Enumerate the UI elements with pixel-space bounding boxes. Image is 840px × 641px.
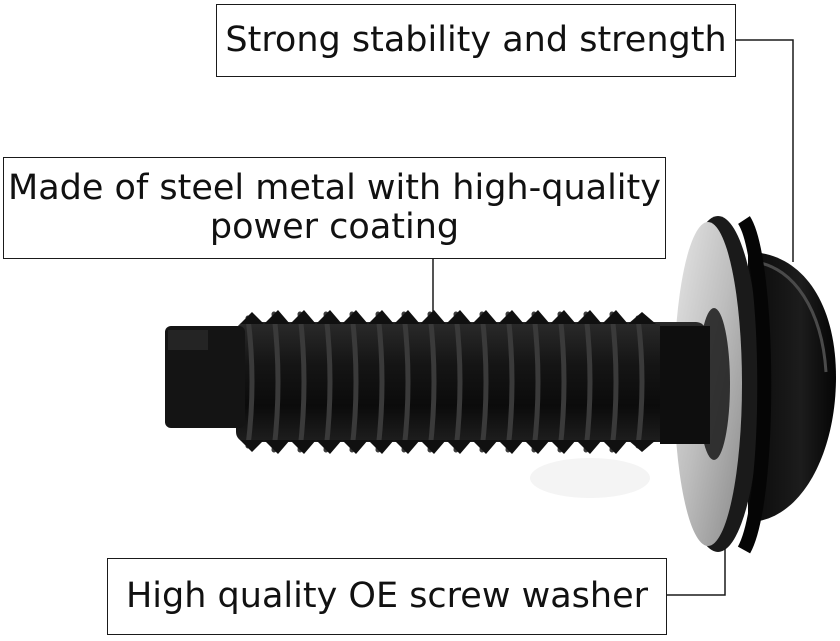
leader-line-washer: [667, 548, 726, 596]
thread-teeth-bottom: [240, 440, 656, 454]
screw-collar: [660, 326, 710, 444]
callout-washer: High quality OE screw washer: [107, 558, 667, 635]
callout-material-line2: power coating: [209, 207, 460, 247]
callout-material-line1: Made of steel metal with high-quality: [8, 167, 661, 208]
dome-highlight: [755, 260, 828, 373]
leader-line-stability: [736, 39, 794, 262]
reflection: [530, 458, 650, 498]
thread-teeth-top: [240, 310, 656, 324]
screw-tip: [165, 326, 245, 428]
callout-material: Made of steel metal with high-quality po…: [3, 157, 666, 259]
washer-edge: [737, 216, 772, 554]
callout-washer-text: High quality OE screw washer: [125, 575, 648, 616]
callout-stability: Strong stability and strength: [216, 4, 736, 77]
tip-highlight: [168, 330, 208, 350]
callout-stability-text: Strong stability and strength: [225, 19, 727, 60]
screw-threads: [245, 311, 645, 453]
